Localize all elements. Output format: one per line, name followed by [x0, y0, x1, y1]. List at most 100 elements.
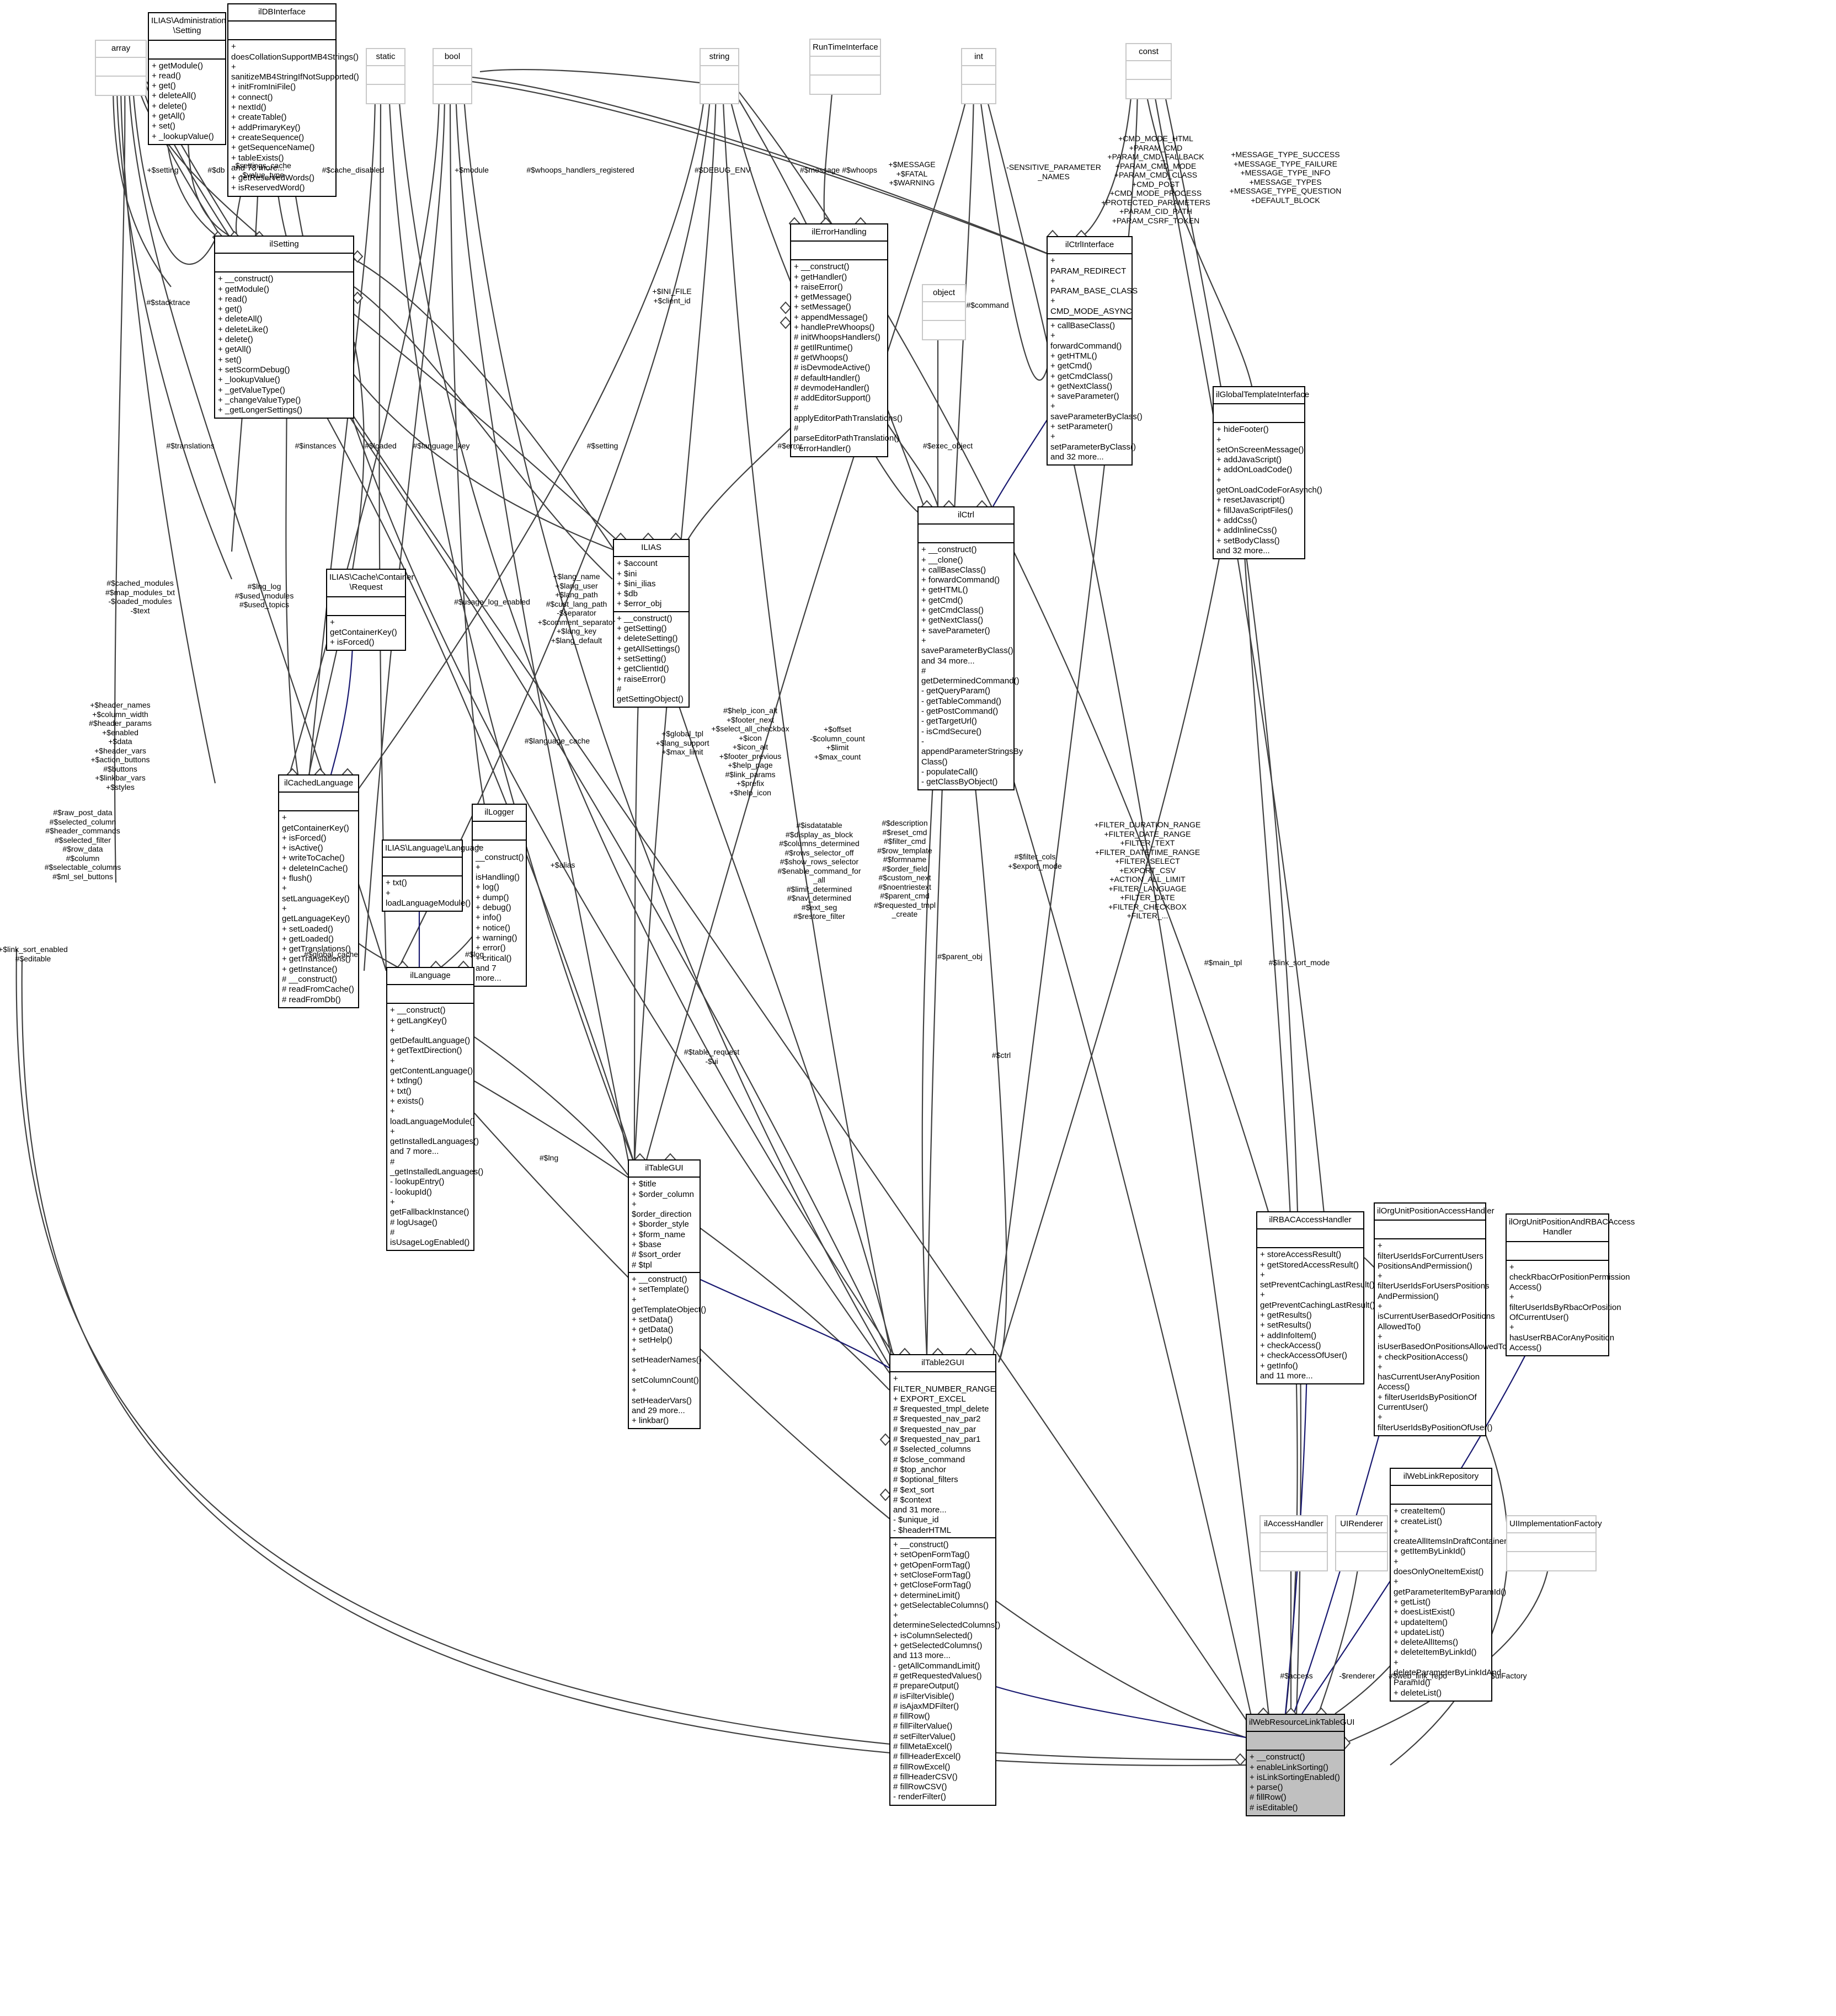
class-operations: + checkRbacOrPositionPermission Access()… — [1509, 1262, 1630, 1352]
class-title: UIImplementationFactory — [1507, 1516, 1602, 1534]
edge-label-link-sort-mode: #$link_sort_mode — [1268, 958, 1330, 967]
class-operations: + __construct() + enableLinkSorting() + … — [1247, 1751, 1344, 1816]
class-operations — [962, 85, 995, 103]
class-node-ilglobaltemplateinterface[interactable]: ilGlobalTemplateInterface + hideFooter()… — [1213, 386, 1322, 560]
class-node-ilwebresourcelinktablegui[interactable]: ilWebResourceLinkTableGUI + __construct(… — [1246, 1714, 1354, 1817]
edge-label-error: #$error — [777, 441, 803, 450]
class-title: ilLogger — [473, 805, 526, 822]
edge-label-setting: +$setting — [147, 165, 179, 174]
edge-label-header-names: +$header_names +$column_width #$header_p… — [89, 700, 152, 792]
class-operations — [1336, 1552, 1387, 1570]
class-operations: + __construct() + setOpenFormTag() + get… — [893, 1540, 1001, 1802]
class-node-ilcachedlanguage[interactable]: ilCachedLanguage + getContainerKey() + i… — [278, 774, 359, 1008]
class-attributes — [923, 302, 965, 322]
edge-label-translations: #$translations — [166, 441, 215, 450]
class-title: ILIAS\Cache\Container \Request — [327, 570, 414, 597]
class-title: ilCtrlInterface — [1048, 237, 1132, 255]
class-operations: + txt() + loadLanguageModule() — [386, 878, 471, 908]
class-operations: + getContainerKey() + isForced() + isAct… — [282, 813, 354, 1004]
edge-label-log: #$log — [465, 950, 484, 959]
class-title: int — [962, 49, 995, 67]
class-operations — [1127, 80, 1171, 98]
class-attributes — [810, 57, 880, 76]
class-attributes — [1127, 61, 1171, 81]
edge-label-filter-cols: #$filter_cols +$export_mode — [1008, 852, 1062, 870]
class-node-illogger[interactable]: ilLogger + __construct() + isHandling() … — [472, 804, 527, 987]
class-node-iltable2gui[interactable]: ilTable2GUI + FILTER_NUMBER_RANGE + EXPO… — [889, 1354, 1001, 1806]
class-node-int[interactable]: int — [961, 48, 996, 105]
class-node-ilias-administration-setting[interactable]: ILIAS\Administration \Setting + getModul… — [148, 12, 226, 145]
class-node-ilias-language-language[interactable]: ILIAS\Language\Language + txt() + loadLa… — [382, 839, 484, 912]
class-node-ilrbacaccesshandler[interactable]: ilRBACAccessHandler + storeAccessResult(… — [1256, 1211, 1375, 1385]
class-node-bool[interactable]: bool — [433, 48, 472, 105]
class-attributes — [367, 66, 404, 85]
class-operations — [810, 76, 880, 94]
class-operations: + callBaseClass() + forwardCommand() + g… — [1050, 321, 1143, 462]
class-node-iltablegui[interactable]: ilTableGUI + $title + $order_column + $o… — [628, 1159, 707, 1430]
class-attributes — [434, 66, 471, 85]
edge-label-cache-disabled: #$cache_disabled — [322, 165, 385, 174]
class-title: ilCachedLanguage — [279, 776, 358, 793]
edge-label-language-key: #$language_key — [413, 441, 470, 450]
edge-label-settings-cache: -$settings_cache -$value_type — [233, 161, 291, 179]
class-attributes — [387, 985, 473, 1004]
class-node-ilctrlinterface[interactable]: ilCtrlInterface + PARAM_REDIRECT + PARAM… — [1047, 236, 1143, 466]
edge-label-exec-object: #$exec_object — [922, 441, 973, 450]
edge-label-cmd-mode-constants: +CMD_MODE_HTML +PARAM_CMD +PARAM_CMD_FAL… — [1101, 134, 1210, 225]
class-operations: + __construct() + isHandling() + log() +… — [476, 842, 524, 983]
class-node-runtimeinterface[interactable]: RunTimeInterface — [809, 39, 881, 95]
class-node-static[interactable]: static — [366, 48, 405, 105]
class-node-ildbinterface[interactable]: ilDBInterface + doesCollationSupportMB4S… — [227, 3, 359, 197]
class-operations — [923, 321, 965, 339]
class-attributes: + $title + $order_column + $order_direct… — [629, 1178, 700, 1273]
class-node-ilsetting[interactable]: ilSetting + __construct() + getModule() … — [214, 236, 354, 419]
class-attributes — [791, 242, 887, 261]
class-title: UIRenderer — [1336, 1516, 1387, 1534]
class-operations: + __construct() + setTemplate() + getTem… — [632, 1274, 707, 1426]
edge-label-global-cache: #$global_cache — [303, 950, 359, 959]
class-title: ilOrgUnitPositionAndRBACAccess Handler — [1507, 1215, 1635, 1242]
class-node-string[interactable]: string — [700, 48, 739, 105]
class-node-ilias-cache-container-request[interactable]: ILIAS\Cache\Container \Request + getCont… — [326, 569, 414, 651]
class-title: ilGlobalTemplateInterface — [1214, 387, 1309, 405]
edge-label-whoops-handlers-registered: #$whoops_handlers_registered — [526, 165, 634, 174]
class-node-ilerrorhandling[interactable]: ilErrorHandling + __construct() + getHan… — [790, 223, 903, 457]
class-operations — [434, 85, 471, 103]
class-node-ilorgunitpositionaccesshandler[interactable]: ilOrgUnitPositionAccessHandler + filterU… — [1374, 1202, 1513, 1436]
edge-label-module: +$module — [455, 165, 489, 174]
class-node-array[interactable]: array — [95, 40, 147, 97]
class-attributes — [1214, 404, 1304, 424]
class-attributes — [1375, 1221, 1485, 1240]
class-title: ilLanguage — [387, 968, 473, 986]
class-node-ilctrl[interactable]: ilCtrl + __construct() + __clone() + cal… — [917, 506, 1023, 791]
class-node-const[interactable]: const — [1125, 43, 1172, 100]
edge-label-message-type-constants: +MESSAGE_TYPE_SUCCESS +MESSAGE_TYPE_FAIL… — [1229, 150, 1342, 205]
class-node-ilorgunitpositionandrbacaccesshandler[interactable]: ilOrgUnitPositionAndRBACAccess Handler +… — [1506, 1213, 1635, 1357]
class-node-ilias[interactable]: ILIAS + $account + $ini + $ini_ilias + $… — [613, 539, 690, 708]
edge-label-filter-constants: +FILTER_DURATION_RANGE +FILTER_DATE_RANG… — [1094, 820, 1201, 921]
class-title: string — [701, 49, 738, 67]
edge-label-lng: #$lng — [539, 1153, 559, 1162]
class-title: ILIAS\Administration \Setting — [149, 13, 226, 41]
edge-label-debug-env: #$DEBUG_ENV — [695, 165, 751, 174]
edge-label-command: #$command — [966, 301, 1009, 309]
edge-label-lng-log: #$lng_log #$used_modules #$used_topics — [234, 582, 294, 609]
class-operations: + getModule() + read() + get() + deleteA… — [152, 61, 214, 141]
class-operations: + getContainerKey() + isForced() — [330, 617, 397, 648]
edge-label-alias: +$alias — [550, 860, 575, 869]
class-node-ilweblinkrepository[interactable]: ilWebLinkRepository + createItem() + cre… — [1390, 1468, 1512, 1702]
class-node-illanguage[interactable]: ilLanguage + __construct() + getLangKey(… — [386, 967, 483, 1252]
edge-label-web-link-repo: #$web_link_repo — [1389, 1671, 1447, 1680]
class-node-uirenderer[interactable]: UIRenderer — [1335, 1515, 1388, 1572]
edge-label-description: #$description #$reset_cmd #$filter_cmd #… — [873, 819, 936, 919]
class-node-uiimplementationfactory[interactable]: UIImplementationFactory — [1506, 1515, 1602, 1572]
class-attributes — [473, 822, 526, 841]
class-node-object[interactable]: object — [922, 284, 966, 341]
edge-label-renderer: -$renderer — [1339, 1671, 1375, 1680]
class-node-ilaccesshandler[interactable]: ilAccessHandler — [1259, 1515, 1328, 1572]
class-operations: + doesCollationSupportMB4Strings() + san… — [231, 42, 359, 193]
class-title: ilWebLinkRepository — [1391, 1469, 1491, 1486]
class-operations — [96, 77, 146, 95]
class-operations: + filterUserIdsForCurrentUsers Positions… — [1378, 1241, 1513, 1432]
class-title: ilSetting — [215, 237, 353, 254]
